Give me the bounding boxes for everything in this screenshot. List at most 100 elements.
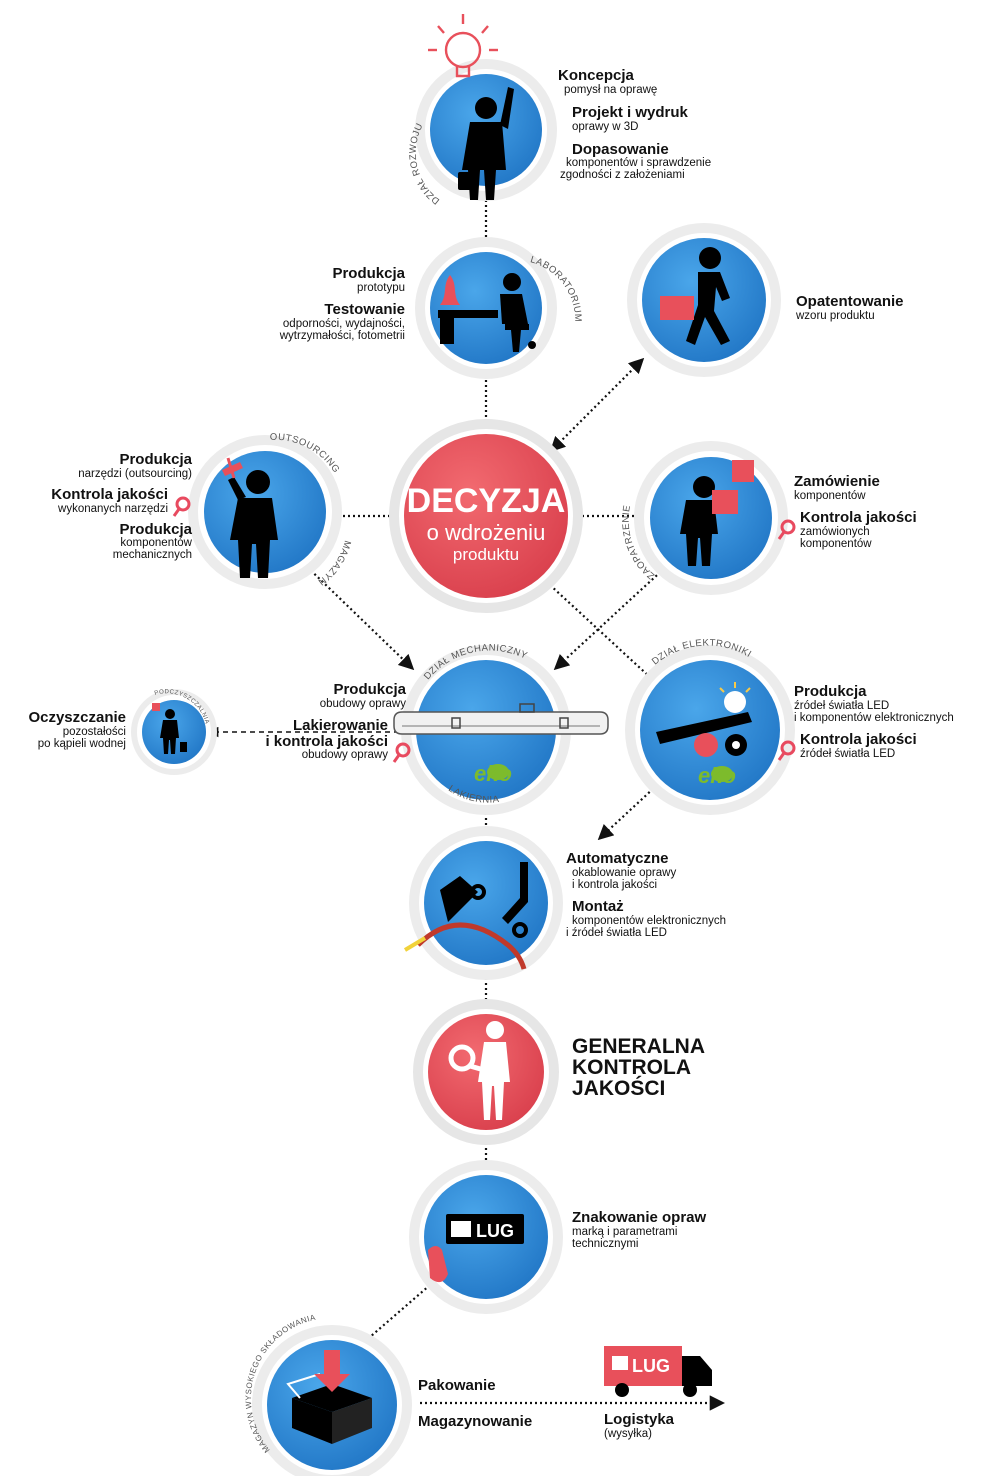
node-znakowanie: LUG — [409, 1160, 563, 1314]
zamowienie-sub: komponentów — [794, 489, 866, 502]
decyzja-title: DECYZJA — [407, 482, 566, 520]
magnifier-icons — [172, 496, 796, 763]
svg-text:LUG: LUG — [476, 1221, 514, 1241]
luminaire-housing-icon — [393, 703, 609, 735]
kontrola-narzedzi-sub: wykonanych narzędzi — [58, 502, 168, 515]
node-mechaniczny: eko DZIAŁ MECHANICZNY LAKIERNIA — [393, 642, 609, 815]
lakierowanie-title-a: Lakierowanie — [292, 716, 388, 734]
montaz-title: Montaż — [572, 897, 624, 915]
znakowanie-sub: marką i parametrami — [572, 1225, 678, 1238]
produkcja-komponentow-title: Produkcja — [119, 520, 192, 538]
magnifier-icon-zaopatrzenie — [777, 519, 796, 540]
testowanie-title: Testowanie — [324, 300, 405, 318]
logistyka-title: Logistyka — [604, 1411, 675, 1428]
dopasowanie-sub-a: komponentów i sprawdzenie — [566, 157, 712, 170]
node-laboratorium: LABORATORIUM — [415, 237, 583, 379]
node-magazyn: MAGAZYN WYSOKIEGO SKŁADOWANIA — [244, 1313, 412, 1476]
node-decyzja: DECYZJA o wdrożeniu produktu — [389, 419, 583, 613]
logistyka-text: Logistyka (wysyłka) — [604, 1412, 744, 1440]
generalna-kontrola-text: GENERALNA KONTROLA JAKOŚCI — [572, 1036, 772, 1099]
kontrola-zamowionych-sub-a: zamówionych — [800, 525, 870, 538]
node-zaopatrzenie: ZAOPATRZENIE — [621, 441, 788, 595]
oczyszczanie-sub: pozostałości — [62, 725, 126, 738]
eko-logo: eko — [698, 763, 736, 788]
kontrola-narzedzi-title: Kontrola jakości — [51, 485, 168, 503]
produkcja-narzedzi-title: Produkcja — [119, 451, 192, 468]
arrow-zaopatrzenie-mechaniczny — [553, 564, 669, 671]
mechaniczny-text: Produkcja obudowy oprawy Lakierowanie i … — [230, 681, 406, 762]
oczyszczanie-sub2: po kąpieli wodnej — [37, 737, 126, 750]
magazynowanie-label: Magazynowanie — [418, 1412, 533, 1430]
node-outsourcing: OUTSOURCING MAGAZYN — [188, 432, 352, 589]
produkcja-obudowy-title: Produkcja — [333, 681, 406, 698]
cleaning-worker-icon — [152, 703, 187, 754]
testowanie-sub-b: wytrzymałości, fotometrii — [279, 329, 405, 342]
montaz-sub-b: i źródeł światła LED — [566, 926, 667, 939]
magnifier-icon-elektroniki — [777, 740, 796, 761]
dopasowanie-sub-b: zgodności z założeniami — [560, 169, 685, 182]
node-opatentowanie — [627, 223, 781, 377]
kontrola-zamowionych-sub-b: komponentów — [800, 537, 872, 550]
box-with-arrow-icon — [286, 1350, 372, 1444]
svg-text:eko: eko — [474, 761, 512, 786]
laboratorium-text: Produkcja prototypu Testowanie odpornośc… — [200, 266, 405, 342]
opatentowanie-sub: wzoru produktu — [796, 309, 875, 322]
lightbulb-icon — [428, 14, 498, 78]
lakierowanie-title-b: i kontrola jakości — [265, 732, 388, 750]
generalna-line3: JAKOŚCI — [572, 1077, 666, 1100]
node-elektroniki: eko DZIAŁ ELEKTRONIKI — [625, 638, 795, 815]
decyzja-line3: produktu — [453, 545, 519, 564]
produkcja-komponentow-sub-b: mechanicznych — [112, 549, 192, 562]
desk-worker-icon — [438, 273, 536, 352]
znakowanie-text: Znakowanie opraw marką i parametrami tec… — [572, 1210, 792, 1250]
decyzja-line2: o wdrożeniu — [427, 520, 546, 545]
automatyczne-title: Automatyczne — [566, 850, 669, 867]
lug-label-icon: LUG — [428, 1214, 524, 1283]
logistyka-sub: (wysyłka) — [604, 1427, 652, 1440]
produkcja-led-sub-b: i komponentów elektronicznych — [794, 711, 954, 724]
pakowanie-label: Pakowanie — [418, 1377, 496, 1394]
montaz-sub: komponentów elektronicznych — [572, 914, 727, 927]
arrow-decyzja-patent — [549, 357, 645, 453]
pakowanie-text: Pakowanie Magazynowanie — [418, 1378, 578, 1430]
montaz-text: Automatyczne okablowanie oprawy i kontro… — [566, 851, 786, 939]
automatyczne-sub-b: i kontrola jakości — [572, 878, 658, 891]
running-businessman-icon — [660, 247, 730, 345]
zamowienie-title: Zamówienie — [794, 473, 880, 490]
koncepcja-sub: pomysł na oprawę — [564, 83, 658, 96]
produkcja-komponentow-sub-a: komponentów — [120, 537, 192, 550]
thinking-person-icon — [458, 87, 514, 200]
eko-logo: eko — [474, 761, 512, 786]
projekt-sub: oprawy w 3D — [572, 120, 639, 133]
node-oczyszczanie: PODCZYSZCZALNIA — [131, 689, 217, 775]
arrow-znakowanie-magazyn — [352, 1284, 431, 1353]
node-koncepcja: DZIAŁ ROZWOJU — [408, 14, 557, 206]
kontrola-zamowionych-title: Kontrola jakości — [800, 508, 917, 526]
generalna-line1: GENERALNA — [572, 1035, 706, 1058]
inspector-with-magnifier-icon — [448, 1021, 510, 1120]
znakowanie-title: Znakowanie opraw — [572, 1209, 707, 1226]
produkcja-led-title: Produkcja — [794, 683, 867, 700]
koncepcja-text: Koncepcja pomysł na oprawę Projekt i wyd… — [558, 68, 788, 182]
generalna-line2: KONTROLA — [572, 1056, 691, 1079]
koncepcja-title: Koncepcja — [558, 67, 634, 84]
kontrola-led-title: Kontrola jakości — [800, 730, 917, 748]
oczyszczanie-text: Oczyszczanie pozostałości po kąpieli wod… — [4, 710, 126, 750]
node-montaz — [403, 826, 563, 980]
testowanie-sub-a: odporności, wydajności, — [282, 317, 405, 330]
produkcja-prototypu-title: Produkcja — [332, 265, 405, 282]
arrow-outsourcing-mechaniczny — [299, 559, 415, 671]
robot-arm-icon — [403, 862, 528, 970]
svg-text:eko: eko — [698, 763, 736, 788]
produkcja-narzedzi-sub: narzędzi (outsourcing) — [78, 467, 192, 480]
projekt-title: Projekt i wydruk — [572, 103, 688, 121]
opatentowanie-title: Opatentowanie — [796, 293, 904, 310]
magnifier-icon-mechaniczny — [392, 742, 411, 763]
elektroniki-text: Produkcja źródeł światła LED i komponent… — [794, 684, 1004, 760]
outsourcing-text: Produkcja narzędzi (outsourcing) Kontrol… — [10, 452, 192, 562]
truck-icon: LUG — [604, 1346, 712, 1397]
produkcja-obudowy-sub: obudowy oprawy — [319, 697, 406, 710]
zaopatrzenie-text: Zamówienie komponentów Kontrola jakości … — [794, 474, 994, 550]
worker-with-tool-icon — [222, 457, 278, 578]
znakowanie-sub-b: technicznymi — [572, 1237, 639, 1250]
